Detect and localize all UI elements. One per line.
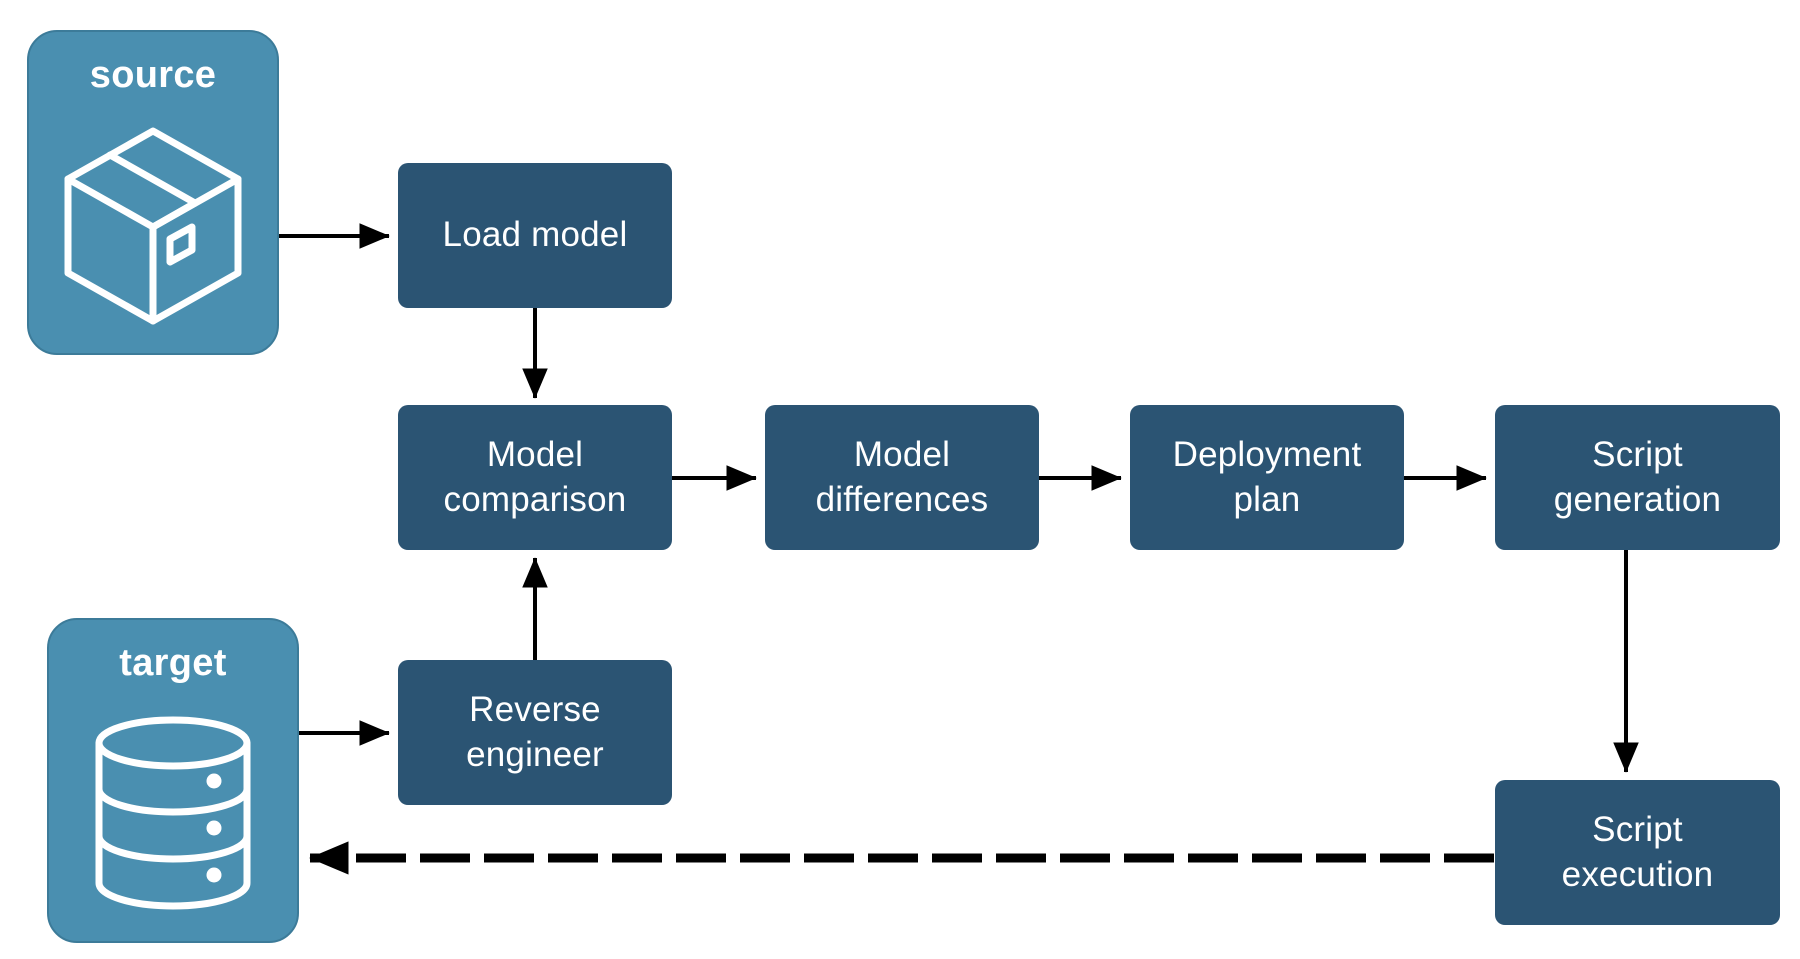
database-cylinder-icon: [49, 685, 297, 941]
endpoint-source-label: source: [89, 54, 217, 96]
step-reverse-engineer-label: Reverse engineer: [466, 689, 604, 774]
package-box-icon: [29, 97, 277, 353]
step-model-differences-label: Model differences: [815, 434, 989, 519]
step-script-execution[interactable]: Script execution: [1495, 780, 1780, 925]
endpoint-target[interactable]: target: [47, 618, 299, 943]
endpoint-source[interactable]: source: [27, 30, 279, 355]
endpoint-target-label: target: [119, 642, 227, 684]
step-model-comparison-label: Model comparison: [443, 434, 627, 519]
step-deployment-plan-label: Deployment plan: [1172, 434, 1362, 519]
step-load-model-label: Load model: [442, 215, 628, 255]
step-model-differences[interactable]: Model differences: [765, 405, 1039, 550]
step-deployment-plan[interactable]: Deployment plan: [1130, 405, 1404, 550]
step-load-model[interactable]: Load model: [398, 163, 672, 308]
step-model-comparison[interactable]: Model comparison: [398, 405, 672, 550]
step-script-execution-label: Script execution: [1561, 809, 1714, 894]
step-reverse-engineer[interactable]: Reverse engineer: [398, 660, 672, 805]
step-script-generation-label: Script generation: [1553, 434, 1722, 519]
step-script-generation[interactable]: Script generation: [1495, 405, 1780, 550]
